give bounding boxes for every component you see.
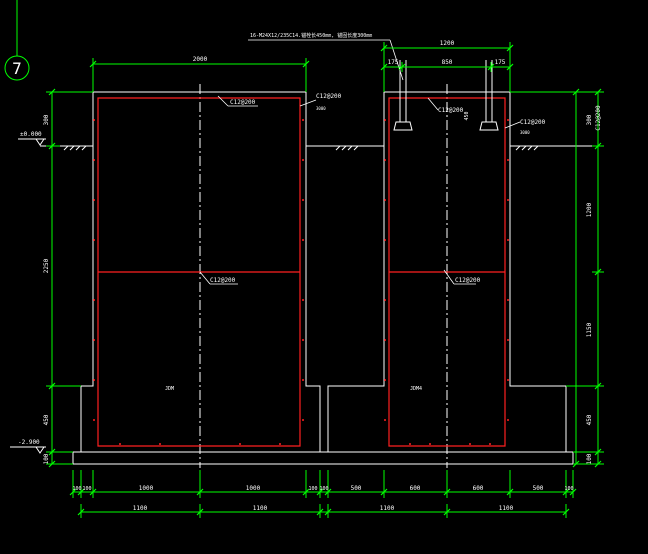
ground-note-right: 3000	[520, 130, 530, 135]
pier-labels: JDM JDM4	[165, 386, 422, 392]
rebar-label-right-top-mid: C12@200 450	[427, 97, 470, 121]
svg-text:C12@200: C12@200	[210, 277, 236, 284]
dim-bottom1-6: 500	[351, 485, 362, 492]
dim-bottom1-0: 100	[72, 486, 81, 492]
rebar-labels: C12@200 C12@200 3000 C12@200 C12@200 450…	[199, 93, 546, 285]
svg-text:C12@200: C12@200	[455, 277, 481, 284]
rebar-dots	[93, 119, 509, 445]
dimension-ticks	[48, 44, 602, 516]
svg-text:C12@200: C12@200	[438, 107, 464, 114]
anchor-bolts	[393, 60, 499, 131]
base-slab	[72, 451, 574, 465]
dim-right-total: C12@200	[595, 105, 602, 131]
dim-right-sub-0: 175	[388, 59, 399, 66]
pier-label-right: JDM4	[410, 386, 422, 392]
elevation-top-label: ±0.000	[20, 131, 42, 138]
dimension-lines	[46, 42, 604, 518]
dim-left-v-1: 2250	[43, 258, 50, 273]
dim-right-v-0: 300	[586, 114, 593, 125]
dim-right-width: 1200	[440, 40, 455, 47]
section-marker-number: 7	[12, 59, 22, 78]
dim-bottom2-3: 1100	[499, 505, 514, 512]
dim-right-v-2: 1150	[586, 322, 593, 337]
svg-text:C12@200: C12@200	[520, 119, 546, 126]
dim-bottom1-5: 100	[319, 486, 328, 492]
svg-text:C12@200: C12@200	[316, 93, 342, 100]
rebar	[97, 97, 506, 447]
elevation-bottom-label: -2.900	[18, 439, 40, 446]
dim-left-v-3: 100	[43, 453, 50, 464]
dim-right-sub-1: 850	[442, 59, 453, 66]
rebar-label-left-top: C12@200	[217, 95, 258, 107]
dim-right-sub-2: 175	[495, 59, 506, 66]
section-marker: 7	[4, 0, 30, 81]
rebar-label-left-top-right: C12@200 3000	[299, 93, 342, 111]
dim-bottom1-8: 600	[473, 485, 484, 492]
elevation-bottom: -2.900	[10, 439, 46, 454]
dim-bottom1-1: 100	[82, 486, 91, 492]
left-rebar-outer	[97, 97, 301, 447]
dim-left-v-2: 450	[43, 414, 50, 425]
ground-note-left: 3000	[316, 106, 326, 111]
top-note: 16-M24X12/235C14.锚栓长450mm, 锚固长度300mm	[248, 32, 404, 81]
dim-bottom1-7: 600	[410, 485, 421, 492]
dim-left-width: 2000	[193, 56, 208, 63]
dim-right-v-3: 450	[586, 414, 593, 425]
dimension-text: 2000 1200 175 850 175 300 2250 450 100 3…	[43, 40, 602, 512]
dim-bottom1-3: 1000	[246, 485, 261, 492]
anchor-bolt-right	[479, 60, 499, 131]
rebar-label-left-mid: C12@200	[199, 271, 238, 285]
dim-bottom1-2: 1000	[139, 485, 154, 492]
concrete-outlines	[40, 91, 600, 465]
pier-label-left: JDM	[165, 386, 174, 392]
anchor-depth-note: 450	[464, 111, 470, 120]
dim-bottom1-4: 100	[308, 486, 317, 492]
dim-left-v-0: 300	[43, 114, 50, 125]
dim-right-v-1: 1200	[586, 202, 593, 217]
rebar-label-right-top-right: C12@200 3000	[504, 119, 546, 135]
dim-bottom2-1: 1100	[253, 505, 268, 512]
right-rebar-outer	[388, 97, 506, 447]
dim-bottom2-2: 1100	[380, 505, 395, 512]
elevation-marks: ±0.000 -2.900	[10, 131, 46, 454]
dim-bottom1-10: 100	[564, 486, 573, 492]
anchor-note-text: 16-M24X12/235C14.锚栓长450mm, 锚固长度300mm	[250, 32, 372, 39]
elevation-top: ±0.000	[18, 131, 46, 146]
center-lines	[199, 84, 448, 468]
ground-hatches	[63, 145, 539, 151]
dim-bottom2-0: 1100	[133, 505, 148, 512]
svg-text:C12@200: C12@200	[230, 99, 256, 106]
anchor-bolt-left	[393, 60, 413, 131]
dim-bottom1-9: 500	[533, 485, 544, 492]
dim-right-v-4: 100	[586, 453, 593, 464]
rebar-label-right-mid: C12@200	[443, 269, 481, 285]
